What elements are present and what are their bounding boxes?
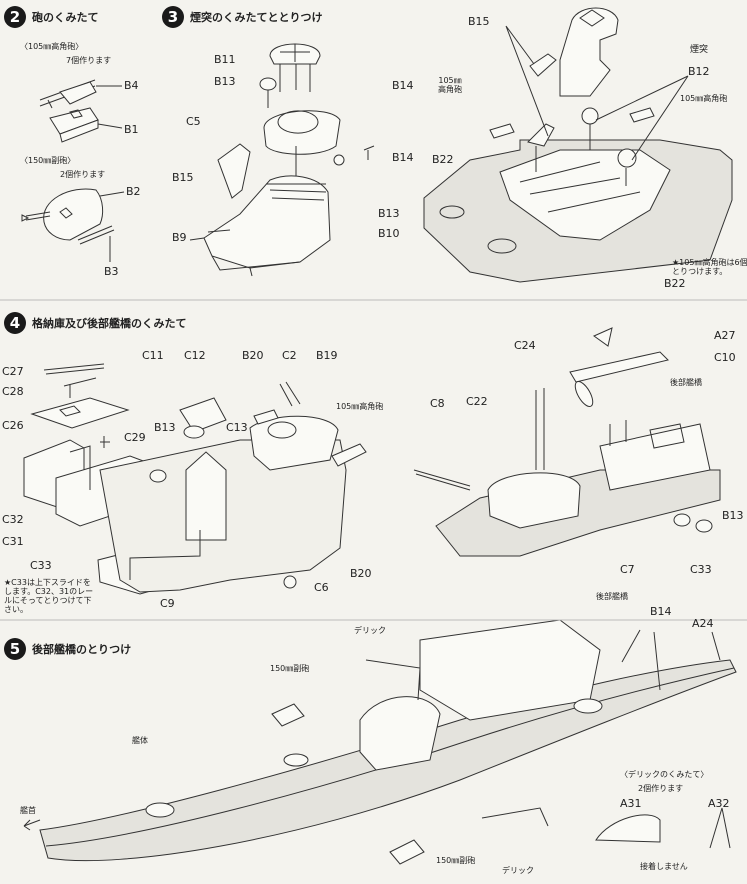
- part-label: B13: [378, 207, 400, 220]
- deck-funnel-drawing: [423, 7, 733, 283]
- funnel-assembly-drawing: [189, 43, 375, 277]
- no-glue-note: 接着しません: [640, 862, 688, 871]
- part-label: C10: [714, 351, 736, 364]
- part-label: C32: [2, 513, 24, 526]
- step-title: 格納庫及び後部艦橋のくみたて: [32, 317, 187, 330]
- part-label: B13: [722, 509, 744, 522]
- part-label: C11: [142, 349, 164, 362]
- part-label: B20: [242, 349, 264, 362]
- part-label: B15: [172, 171, 194, 184]
- qty-150-gun: 2個作ります: [60, 170, 106, 179]
- secondary-gun-label: 150㎜副砲: [436, 856, 476, 865]
- step-4-header: 4 格納庫及び後部艦橋のくみたて: [4, 312, 186, 334]
- step-number: 4: [4, 312, 26, 334]
- part-label: B14: [650, 605, 672, 618]
- part-label: B1: [124, 123, 139, 136]
- aft-bridge-drawing: [413, 327, 721, 557]
- step-title: 煙突のくみたてととりつけ: [190, 11, 323, 24]
- part-label: B22: [664, 277, 686, 290]
- c33-note: ★C33は上下スライドを します。C32、31のレー ルにそってとりつけて下 さ…: [4, 578, 94, 614]
- step-number: 3: [162, 6, 184, 28]
- part-label: B11: [214, 53, 236, 66]
- gun-105-drawing: [39, 79, 123, 143]
- part-label: C24: [514, 339, 536, 352]
- part-label: C8: [430, 397, 445, 410]
- derrick-assembly-note: 〈デリックのくみたて〉: [620, 770, 709, 779]
- part-label: B4: [124, 79, 139, 92]
- part-label: C22: [466, 395, 488, 408]
- part-label: C28: [2, 385, 24, 398]
- part-label: A31: [620, 797, 642, 810]
- part-label: B14: [392, 79, 414, 92]
- part-label: B19: [316, 349, 338, 362]
- derrick-label: デリック: [354, 626, 386, 635]
- part-label: A32: [708, 797, 730, 810]
- hull-drawing: [23, 619, 737, 865]
- part-label: B15: [468, 15, 490, 28]
- hull-label: 艦体: [132, 736, 148, 745]
- part-label: C7: [620, 563, 635, 576]
- part-label: B9: [172, 231, 187, 244]
- secondary-gun-label: 150㎜副砲: [270, 664, 310, 673]
- note-105-gun: 〈105㎜高角砲〉: [20, 42, 84, 51]
- part-label: B3: [104, 265, 119, 278]
- aft-bridge-label: 後部艦橋: [670, 378, 702, 387]
- part-label: C12: [184, 349, 206, 362]
- gun-105-note: ★105㎜高角砲は6個 とりつけます。: [672, 258, 747, 276]
- part-label: A24: [692, 617, 714, 630]
- gun-150-drawing: [21, 188, 125, 262]
- part-label: B13: [154, 421, 176, 434]
- part-label: C5: [186, 115, 201, 128]
- part-label: C33: [690, 563, 712, 576]
- step-3-header: 3 煙突のくみたてととりつけ: [162, 6, 323, 28]
- part-label: B14: [392, 151, 414, 164]
- part-label: C29: [124, 431, 146, 444]
- gun-105-label-left: 105㎜ 高角砲: [438, 76, 462, 94]
- gun-105-label: 105㎜高角砲: [336, 402, 384, 411]
- note-150-gun: 〈150㎜副砲〉: [20, 156, 76, 165]
- part-label: B12: [688, 65, 710, 78]
- part-label: B2: [126, 185, 141, 198]
- aft-bridge-label: 後部艦橋: [596, 592, 628, 601]
- derrick-qty: 2個作ります: [638, 784, 684, 793]
- part-label: B10: [378, 227, 400, 240]
- part-label: C2: [282, 349, 297, 362]
- part-label: C33: [30, 559, 52, 572]
- part-label: B13: [214, 75, 236, 88]
- step-number: 5: [4, 638, 26, 660]
- part-label: C6: [314, 581, 329, 594]
- hangar-assembly-drawing: [23, 363, 367, 595]
- part-label: A27: [714, 329, 736, 342]
- part-label: C13: [226, 421, 248, 434]
- qty-105-gun: 7個作ります: [66, 56, 112, 65]
- step-2-header: 2 砲のくみたて: [4, 6, 98, 28]
- part-label: B20: [350, 567, 372, 580]
- part-label: C27: [2, 365, 24, 378]
- step-title: 砲のくみたて: [32, 11, 99, 24]
- bow-label: 艦首: [20, 806, 36, 815]
- part-label: C9: [160, 597, 175, 610]
- step-title: 後部艦橋のとりつけ: [32, 643, 132, 656]
- part-label: C26: [2, 419, 24, 432]
- part-label: B22: [432, 153, 454, 166]
- part-label: C31: [2, 535, 24, 548]
- funnel-label: 煙突: [690, 45, 709, 55]
- derrick-label: デリック: [502, 866, 534, 875]
- gun-105-label-right: 105㎜高角砲: [680, 94, 728, 103]
- step-5-header: 5 後部艦橋のとりつけ: [4, 638, 131, 660]
- step-number: 2: [4, 6, 26, 28]
